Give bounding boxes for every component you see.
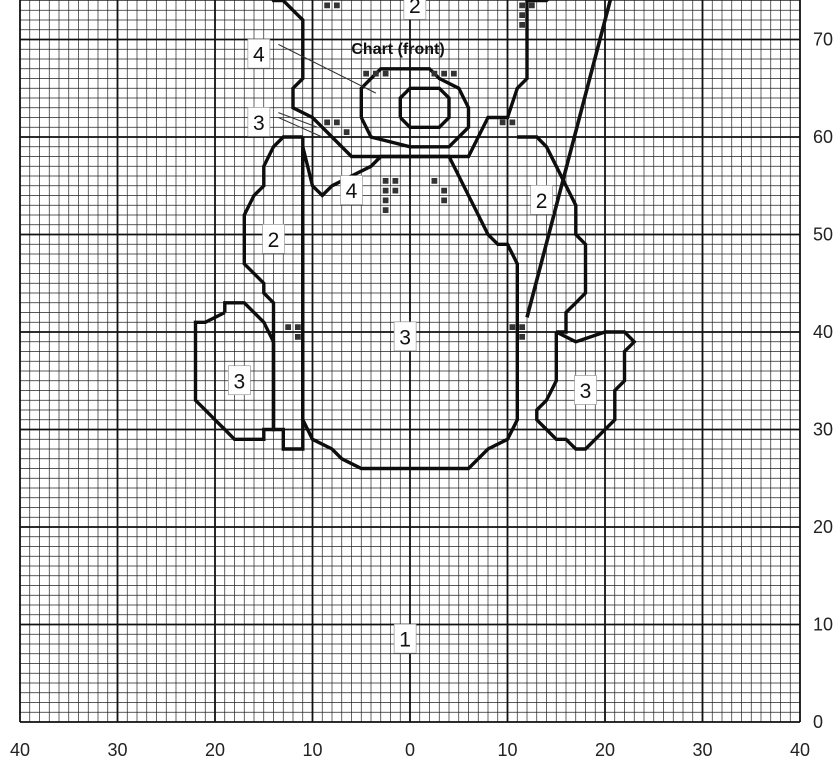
x-axis-tick-label: 0	[405, 740, 415, 760]
stitch-dot	[383, 178, 389, 184]
x-axis-tick-label: 10	[497, 740, 517, 760]
color-label-number: 2	[409, 0, 421, 18]
color-label-left-ear: 4	[248, 39, 270, 68]
stitch-dot	[510, 120, 516, 126]
stitch-dot-cluster	[315, 0, 360, 8]
color-label-background: 1	[394, 624, 416, 653]
stitch-dot	[519, 324, 525, 330]
color-label-left-inner: 4	[341, 176, 363, 205]
stitch-dot	[383, 207, 389, 213]
color-label-right-arm: 2	[531, 185, 553, 214]
color-label-right-foot: 3	[575, 376, 597, 405]
color-label-number: 2	[268, 229, 280, 252]
stitch-dot	[451, 71, 457, 77]
stitch-dot	[324, 120, 330, 126]
stitch-dot	[441, 188, 447, 194]
stitch-dot	[334, 3, 340, 9]
color-label-number: 3	[399, 326, 411, 349]
stitch-dot	[373, 71, 379, 77]
stitch-dot	[441, 198, 447, 204]
x-axis-tick-label: 30	[692, 740, 712, 760]
chart-title: Chart (front)	[351, 41, 444, 58]
color-label-number: 2	[536, 190, 548, 213]
x-axis-tick-label: 40	[790, 740, 810, 760]
x-axis-tick-label: 20	[205, 740, 225, 760]
x-axis-tick-label: 30	[107, 740, 127, 760]
y-axis-tick-label: 10	[813, 615, 833, 635]
stitch-dot	[295, 324, 301, 330]
color-label-number: 1	[399, 629, 411, 652]
color-label-number: 3	[580, 380, 592, 403]
color-label-muzzle: 3	[248, 107, 270, 136]
chart-grid	[20, 0, 800, 722]
x-axis-tick-label: 40	[10, 740, 30, 760]
color-label-number: 4	[346, 180, 358, 203]
stitch-dot	[383, 71, 389, 77]
stitch-dot	[500, 120, 506, 126]
y-axis-tick-label: 20	[813, 517, 833, 537]
stitch-dot	[432, 71, 438, 77]
stitch-dot	[519, 22, 525, 28]
y-axis-tick-label: 40	[813, 322, 833, 342]
stitch-dot	[519, 12, 525, 18]
color-label-body: 3	[394, 322, 416, 351]
stitch-dot	[519, 3, 525, 9]
balloon-string	[527, 0, 629, 317]
stitch-dot	[432, 178, 438, 184]
stitch-dot	[519, 334, 525, 340]
y-axis-tick-label: 50	[813, 225, 833, 245]
stitch-dot	[324, 3, 330, 9]
stitch-dot	[393, 178, 399, 184]
x-axis-tick-label: 10	[302, 740, 322, 760]
axis-labels: 40302010010203040010203040506070809096	[10, 0, 833, 760]
stitch-dot	[363, 71, 369, 77]
stitch-dot	[393, 188, 399, 194]
color-label-number: 4	[253, 44, 265, 67]
color-label-left-arm: 2	[263, 224, 285, 253]
stitch-dot	[295, 334, 301, 340]
color-label-number: 3	[253, 112, 265, 135]
stitch-dot	[383, 198, 389, 204]
y-axis-tick-label: 0	[813, 712, 823, 732]
stitch-dot	[441, 71, 447, 77]
stitch-dot	[510, 324, 516, 330]
y-axis-tick-label: 30	[813, 420, 833, 440]
stitch-dot	[344, 129, 350, 135]
color-label-head: 2	[404, 0, 426, 19]
color-label-number: 3	[234, 370, 246, 393]
color-label-left-foot: 3	[228, 366, 250, 395]
stitch-dot	[285, 324, 291, 330]
stitch-dot	[529, 3, 535, 9]
y-axis-tick-label: 60	[813, 127, 833, 147]
x-axis-tick-label: 20	[595, 740, 615, 760]
stitch-dot	[383, 188, 389, 194]
stitch-dot	[334, 120, 340, 126]
y-axis-tick-label: 70	[813, 30, 833, 50]
